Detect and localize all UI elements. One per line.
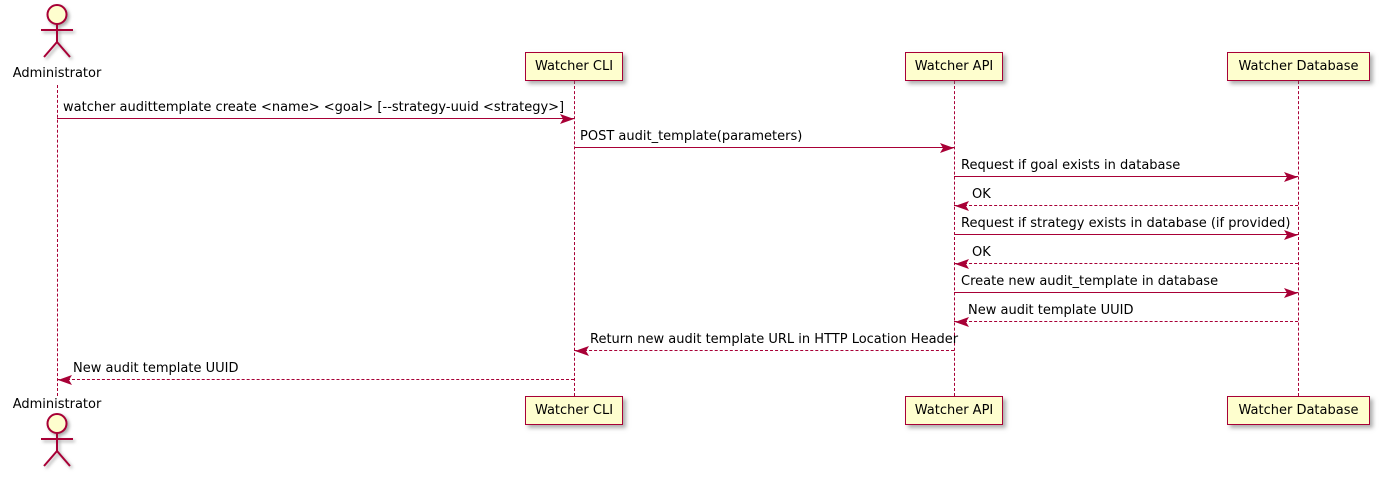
participant-watcher-cli-bottom: Watcher CLI (525, 396, 623, 425)
message-label: OK (972, 187, 991, 202)
arrowhead-left-icon (955, 317, 969, 327)
message-line (954, 292, 1298, 293)
lifeline-administrator (57, 85, 58, 396)
arrowhead-right-icon (940, 143, 954, 153)
message-line (954, 263, 1298, 264)
arrowhead-right-icon (1284, 172, 1298, 182)
arrowhead-left-icon (955, 259, 969, 269)
participant-watcher-api-top: Watcher API (905, 52, 1003, 81)
lifeline-watcher-api (954, 81, 955, 396)
actor-label-administrator-top: Administrator (12, 66, 102, 81)
message-label: Create new audit_template in database (961, 274, 1219, 289)
actor-label-administrator-bottom: Administrator (12, 397, 102, 412)
message-label: Return new audit template URL in HTTP Lo… (590, 332, 959, 347)
participant-watcher-api-bottom: Watcher API (905, 396, 1003, 425)
message-line (57, 379, 574, 380)
participant-watcher-database-bottom: Watcher Database (1227, 396, 1370, 425)
message-line (574, 147, 954, 148)
actor-icon (41, 4, 73, 58)
participant-watcher-cli-top: Watcher CLI (525, 52, 623, 81)
message-line (57, 118, 574, 119)
participant-watcher-database-top: Watcher Database (1227, 52, 1370, 81)
arrowhead-right-icon (560, 114, 574, 124)
message-label: New audit template UUID (73, 361, 239, 376)
message-label: Request if goal exists in database (961, 158, 1181, 173)
message-line (574, 350, 954, 351)
arrowhead-left-icon (58, 375, 72, 385)
message-line (954, 234, 1298, 235)
message-label: OK (972, 245, 991, 260)
lifeline-watcher-cli (574, 81, 575, 396)
arrowhead-right-icon (1284, 230, 1298, 240)
message-line (954, 176, 1298, 177)
arrowhead-left-icon (955, 201, 969, 211)
arrowhead-left-icon (575, 346, 589, 356)
message-label: New audit template UUID (968, 303, 1134, 318)
message-label: watcher audittemplate create <name> <goa… (63, 100, 565, 115)
message-line (954, 321, 1298, 322)
message-line (954, 205, 1298, 206)
actor-icon (41, 413, 73, 467)
lifeline-watcher-database (1298, 81, 1299, 396)
arrowhead-right-icon (1284, 288, 1298, 298)
message-label: Request if strategy exists in database (… (961, 216, 1291, 231)
message-label: POST audit_template(parameters) (580, 129, 803, 144)
